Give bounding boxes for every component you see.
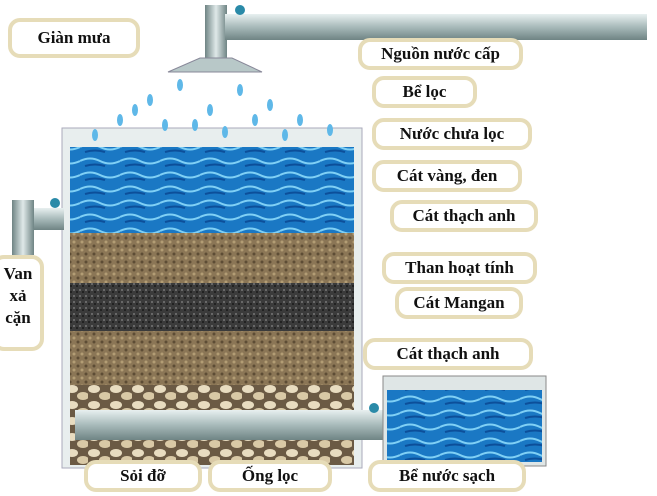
manganese-sand-layer [70,331,354,385]
label-filter-pipe: Ống lọc [208,460,332,492]
label-drain-valve-line2: xả [9,286,27,305]
drain-pipe [12,200,34,255]
label-quartz-sand-1: Cát thạch anh [390,200,538,232]
label-raw-water: Nước chưa lọc [372,118,532,150]
label-yellow-black-sand: Cát vàng, đen [372,160,522,192]
shower-head [167,57,263,73]
label-support-gravel: Sỏi đỡ [84,460,202,492]
label-drain-valve: Van xả cặn [0,255,44,351]
label-water-source: Nguồn nước cấp [358,38,523,70]
activated-carbon-layer [70,283,354,331]
supply-pipe-vertical [205,5,227,60]
raw-water-layer [70,147,354,233]
drain-valve-icon [50,198,60,208]
supply-valve-icon [235,5,245,15]
label-drain-valve-line3: cặn [5,308,31,327]
outlet-valve-icon [369,403,379,413]
label-manganese-sand: Cát Mangan [395,287,523,319]
label-rain-spray: Giàn mưa [8,18,140,58]
rain-drops [92,79,333,141]
label-filter-tank: Bể lọc [372,76,477,108]
filter-pipe [75,410,385,440]
label-clean-water-tank: Bể nước sạch [368,460,526,492]
label-activated-carbon: Than hoạt tính [382,252,537,284]
quartz-sand-layer [70,233,354,283]
label-quartz-sand-2: Cát thạch anh [363,338,533,370]
supply-pipe [225,14,647,40]
label-drain-valve-line1: Van [3,264,33,283]
